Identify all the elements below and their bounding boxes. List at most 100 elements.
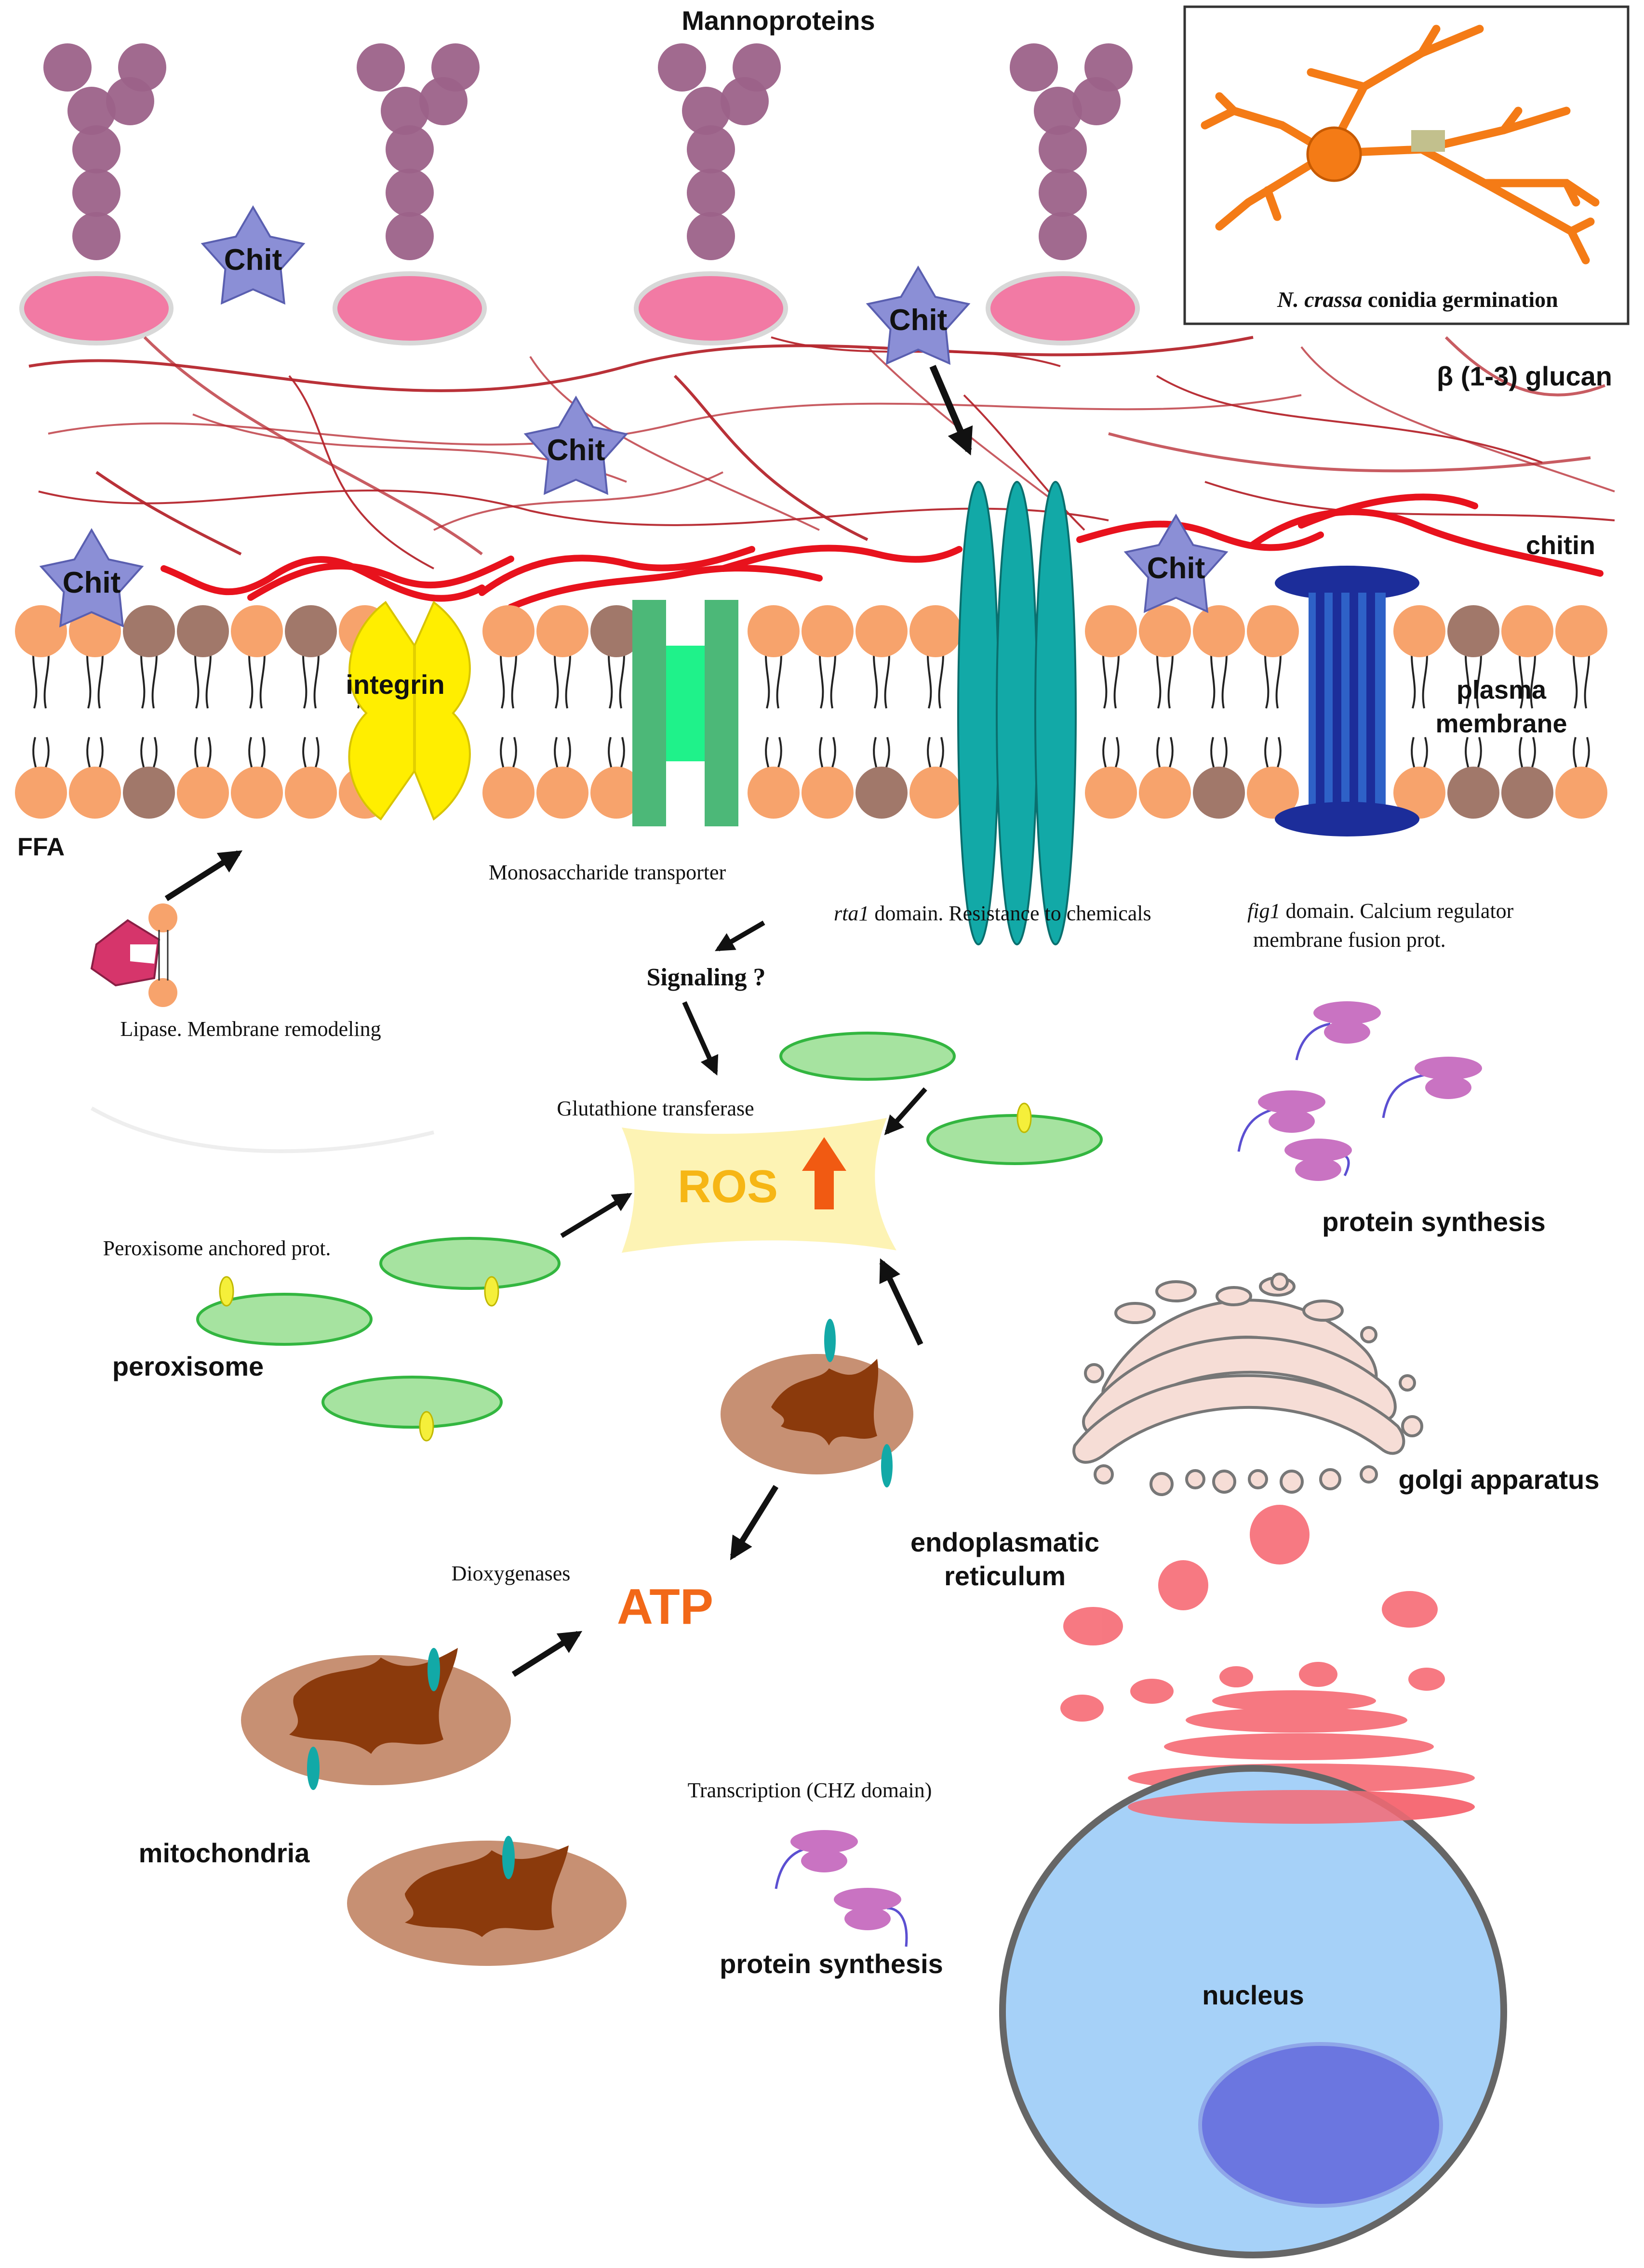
glucan-fiber bbox=[48, 394, 1302, 446]
mannoprotein-4 bbox=[986, 43, 1140, 345]
conidium-icon bbox=[1306, 126, 1362, 182]
mannoproteins-label: Mannoproteins bbox=[682, 5, 875, 36]
chit-label: Chit bbox=[63, 566, 121, 599]
glucan-fiber bbox=[28, 336, 1254, 392]
rta1-protein bbox=[957, 481, 1077, 945]
rta1-label: rta1 domain. Resistance to chemicals bbox=[834, 902, 1151, 925]
glucan-fiber bbox=[1444, 336, 1606, 397]
lipid bbox=[1447, 605, 1499, 819]
lipid bbox=[1501, 605, 1553, 819]
integrin-label: integrin bbox=[346, 669, 444, 700]
chit-star-3: Chit bbox=[866, 265, 971, 365]
mannoprotein-1 bbox=[19, 43, 174, 345]
plasma-label-line1: plasma bbox=[1457, 676, 1547, 704]
chit-to-rta1-arrow bbox=[929, 365, 973, 456]
glucan-fiber bbox=[1156, 375, 1543, 464]
glucan-fiber bbox=[867, 346, 1061, 507]
plasma-label-line2: membrane bbox=[1435, 709, 1567, 738]
lipase-icon bbox=[90, 903, 177, 1007]
mitochondria-to-atp-arrow bbox=[511, 1631, 583, 1677]
glucan-fiber bbox=[288, 375, 434, 570]
peroxisome-anchors bbox=[219, 1102, 1032, 1442]
signaling-label: Signaling ? bbox=[646, 964, 765, 991]
glucan-fiber bbox=[771, 336, 1061, 367]
ribosome-icon bbox=[1382, 1057, 1482, 1118]
lipid bbox=[123, 605, 175, 819]
chit-label: Chit bbox=[224, 243, 282, 277]
er-label-line1: endoplasmatic bbox=[910, 1527, 1099, 1557]
mannoprotein-2 bbox=[333, 43, 487, 345]
glucan-fiber bbox=[673, 374, 869, 541]
monosaccharide-transporter bbox=[632, 600, 738, 826]
conidia-inset: N. crassa conidia germination bbox=[1183, 5, 1630, 325]
conidia-germination-icon bbox=[1201, 25, 1600, 265]
mitochondria-label: mitochondria bbox=[139, 1838, 310, 1868]
lipid bbox=[1247, 605, 1299, 819]
chitin-label: chitin bbox=[1526, 531, 1595, 560]
glutathione-label: Glutathione transferase bbox=[557, 1097, 754, 1120]
peroxisome-to-ros-arrow-left bbox=[560, 1193, 632, 1238]
atp-label: ATP bbox=[617, 1579, 713, 1635]
chit-label: Chit bbox=[889, 304, 948, 337]
mannoprotein-3 bbox=[634, 43, 788, 345]
dioxygenases-label: Dioxygenases bbox=[452, 1562, 571, 1585]
protein-synthesis-bottom-label: protein synthesis bbox=[720, 1949, 943, 1979]
glucan-fiber bbox=[529, 356, 820, 531]
glucan-label: β (1-3) glucan bbox=[1437, 361, 1612, 391]
lipid bbox=[855, 605, 908, 819]
ffa-label: FFA bbox=[17, 833, 65, 861]
fig1-label: fig1 domain. Calcium regulator bbox=[1247, 899, 1514, 923]
er-to-atp-arrow bbox=[730, 1485, 779, 1561]
inset-caption: N. crassa conidia germination bbox=[1277, 287, 1558, 312]
glucan-fiber bbox=[95, 471, 242, 556]
lipid bbox=[1085, 605, 1137, 819]
chit-star-2: Chit bbox=[523, 396, 628, 495]
golgi-icon bbox=[1072, 1273, 1423, 1496]
mitochondrion-upper bbox=[241, 1648, 511, 1790]
glucan-fiber bbox=[143, 336, 483, 556]
ribosome-group-bottom bbox=[775, 1830, 908, 1947]
lipase-label: Lipase. Membrane remodeling bbox=[120, 1017, 381, 1041]
chit-star-5: Chit bbox=[1123, 514, 1229, 613]
lipid bbox=[590, 605, 642, 819]
er-organelle bbox=[721, 1319, 913, 1487]
er-label-line2: reticulum bbox=[944, 1561, 1066, 1591]
lipid bbox=[177, 605, 229, 819]
mannoprotein-group bbox=[19, 43, 1140, 345]
peroxisome-label: peroxisome bbox=[112, 1351, 264, 1381]
er-to-ros-arrow bbox=[879, 1258, 923, 1346]
peroxisome-anchored-label: Peroxisome anchored prot. bbox=[103, 1236, 331, 1260]
ribosome-icon bbox=[775, 1830, 858, 1889]
nucleus-organelle: nucleus bbox=[999, 1765, 1507, 2258]
lipid bbox=[1193, 605, 1245, 819]
fig1-label-line2: membrane fusion prot. bbox=[1253, 928, 1446, 952]
ribosome-icon bbox=[1284, 1139, 1352, 1181]
ros-up-arrow-icon bbox=[802, 1137, 846, 1209]
transcription-label: Transcription (CHZ domain) bbox=[688, 1778, 932, 1802]
lipid bbox=[69, 605, 121, 819]
peroxisome-to-ros-arrow-top bbox=[884, 1087, 927, 1135]
mitochondrion-lower bbox=[347, 1836, 627, 1966]
background-curve bbox=[91, 1106, 434, 1154]
ros-label: ROS bbox=[678, 1161, 778, 1212]
lipid bbox=[802, 605, 854, 819]
glucan-fiber bbox=[1300, 346, 1615, 492]
ros-box: ROS bbox=[622, 1118, 896, 1253]
chit-label: Chit bbox=[1147, 552, 1205, 585]
chit-label: Chit bbox=[547, 434, 605, 467]
lipid bbox=[482, 605, 535, 819]
ribosome-icon bbox=[834, 1888, 908, 1947]
lipid bbox=[1393, 605, 1445, 819]
nucleus-label: nucleus bbox=[1202, 1980, 1304, 2010]
glucan-fiber bbox=[1108, 432, 1591, 473]
lipid bbox=[1139, 605, 1191, 819]
ribosome-icon bbox=[1295, 1001, 1381, 1061]
transporter-label: Monosaccharide transporter bbox=[489, 861, 726, 884]
lipid bbox=[1555, 605, 1607, 819]
inset-patch bbox=[1411, 130, 1445, 152]
signaling-to-ros-arrow bbox=[682, 1001, 719, 1076]
protein-synthesis-top-label: protein synthesis bbox=[1322, 1207, 1546, 1237]
glucan-fiber bbox=[433, 471, 723, 531]
chit-star-1: Chit bbox=[200, 205, 306, 305]
